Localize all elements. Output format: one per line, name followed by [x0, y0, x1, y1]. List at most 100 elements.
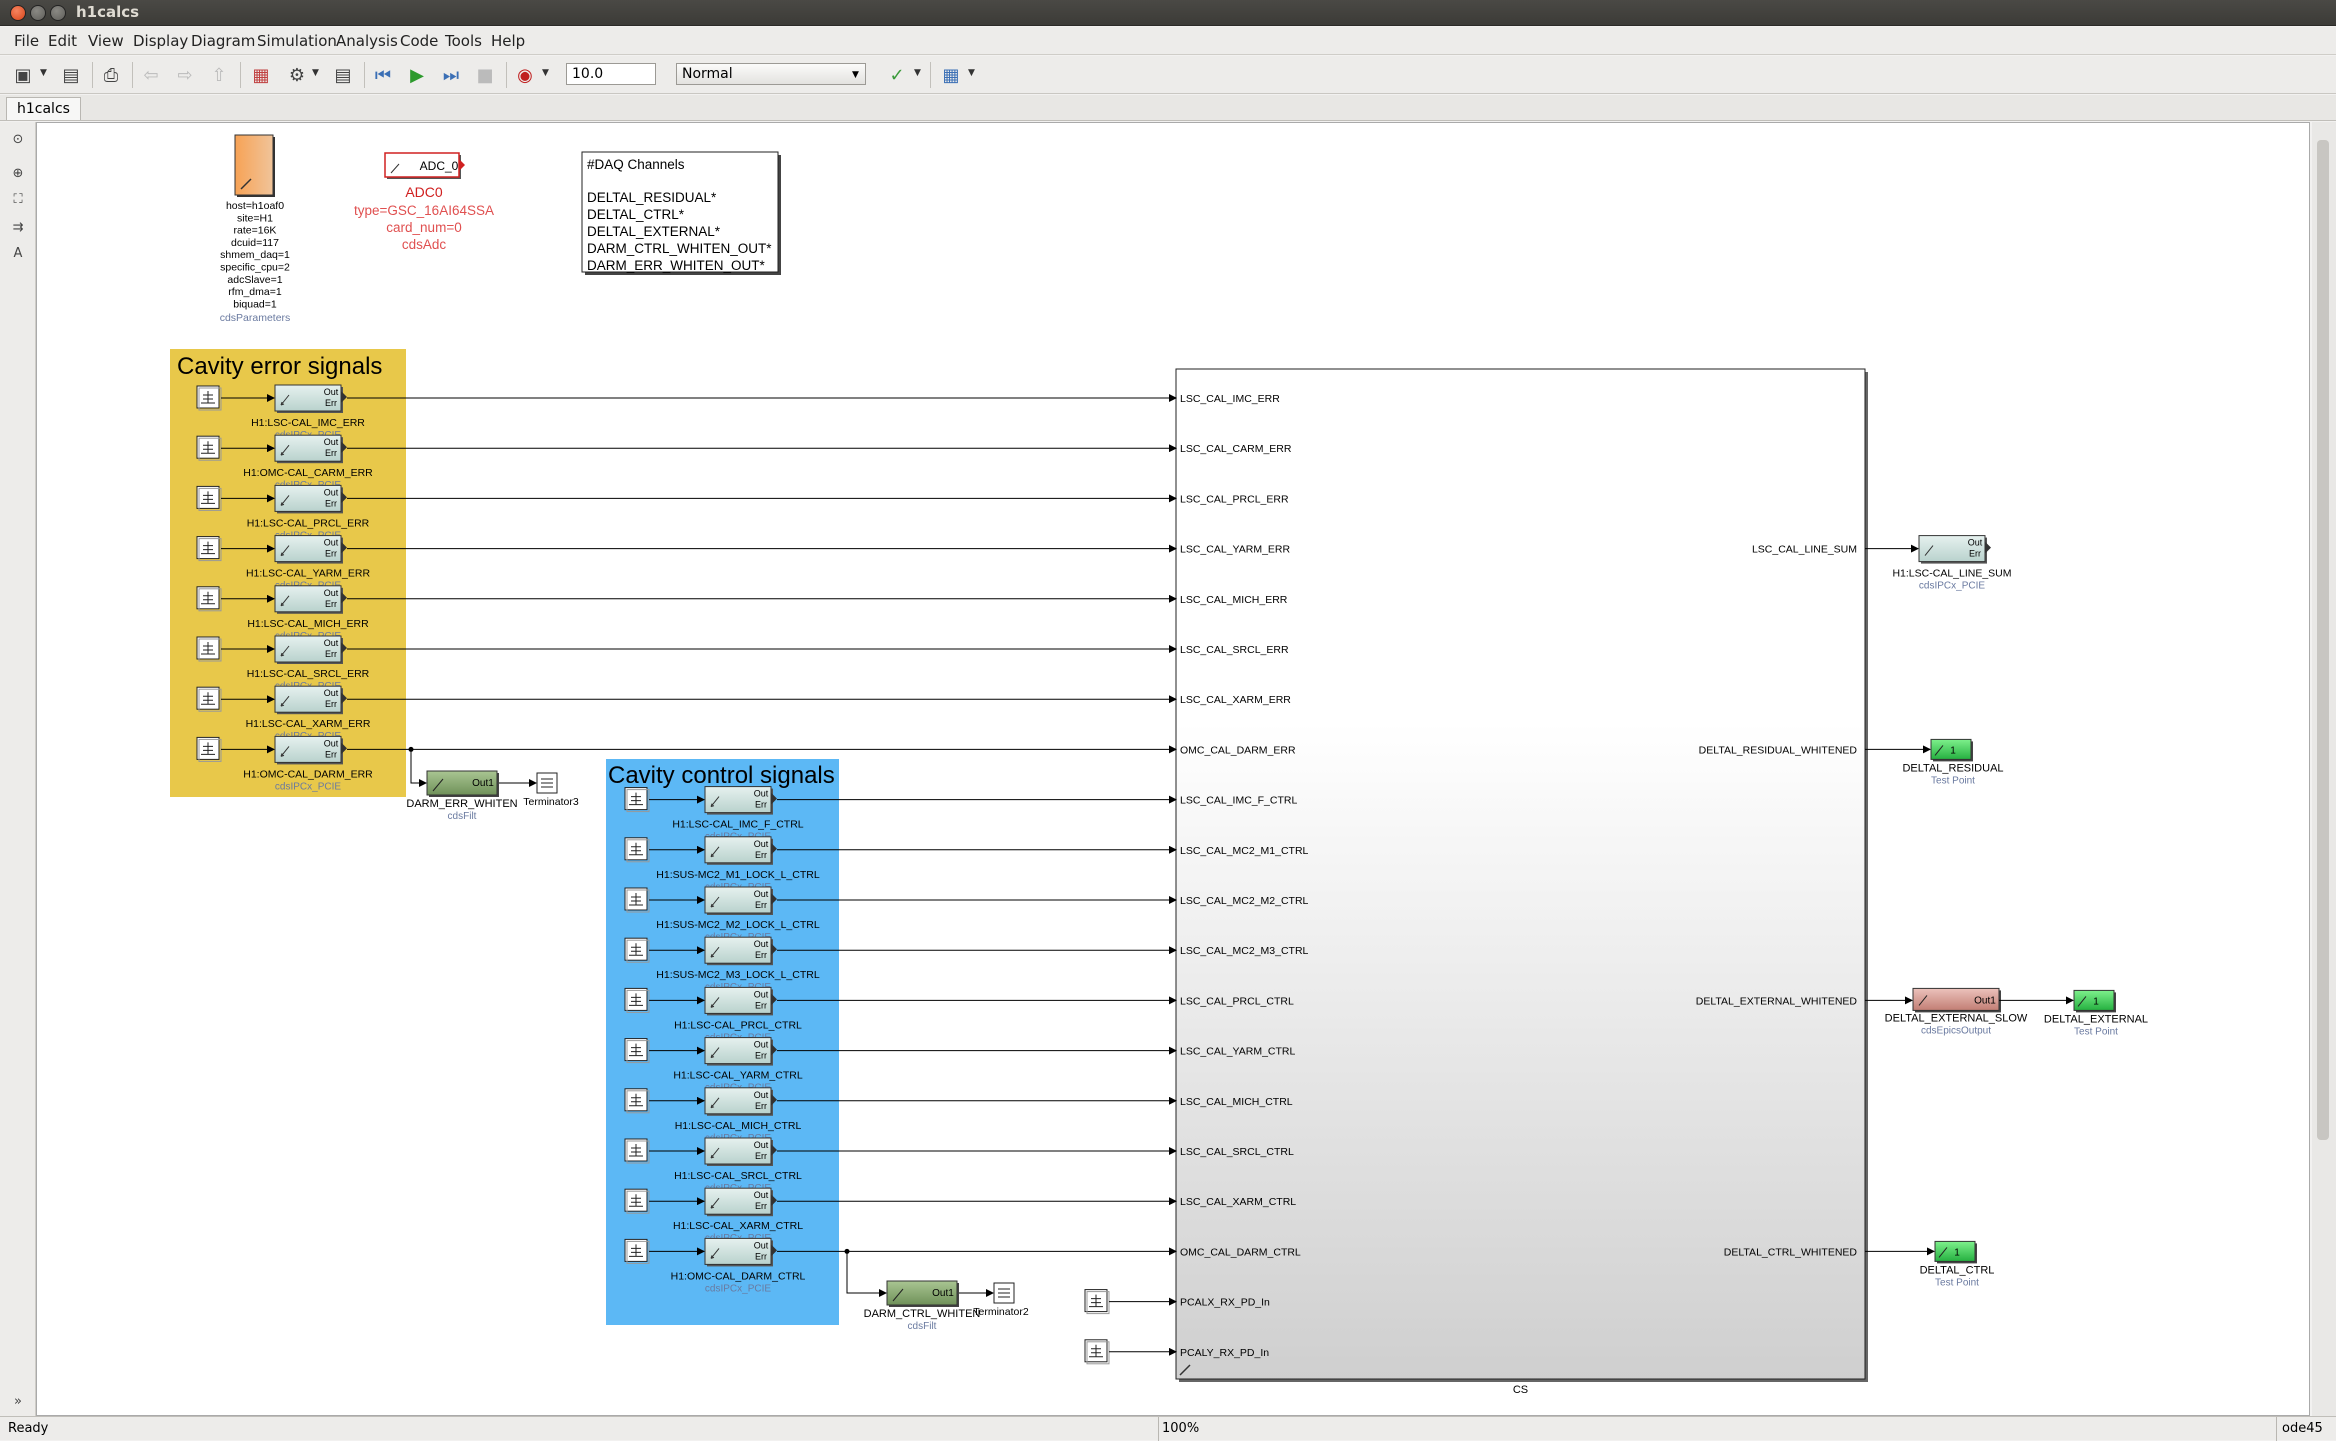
annotation-icon[interactable]: A: [13, 246, 23, 261]
error-ground-block[interactable]: [196, 536, 222, 562]
schedule-dropdown-icon[interactable]: ▼: [968, 68, 975, 78]
new-model-icon[interactable]: ▣: [14, 64, 32, 86]
vertical-scrollbar[interactable]: [2312, 122, 2336, 1416]
error-ground-block[interactable]: [196, 435, 222, 461]
model-advisor-icon[interactable]: ✓: [889, 64, 905, 86]
run-icon[interactable]: ▶: [410, 64, 424, 86]
maximize-window-button[interactable]: [50, 5, 66, 21]
step-forward-icon[interactable]: ⏭: [442, 64, 460, 86]
record-icon[interactable]: ◉: [517, 64, 533, 86]
fit-view-icon[interactable]: ⛶: [13, 192, 23, 207]
cs-subsystem-block[interactable]: [1175, 368, 1866, 1380]
control-ground-block[interactable]: [624, 787, 650, 813]
darm-err-branch-line[interactable]: [410, 749, 427, 787]
expand-icon[interactable]: »: [14, 1394, 22, 1409]
zoom-icon[interactable]: ⊕: [12, 166, 24, 181]
minimize-window-button[interactable]: [30, 5, 46, 21]
hide-show-icon[interactable]: ⊙: [12, 132, 24, 147]
terminator3-block[interactable]: Terminator3: [523, 772, 579, 808]
error-ground-block[interactable]: [196, 485, 222, 511]
menu-simulation[interactable]: Simulation: [257, 32, 337, 50]
up-icon[interactable]: ⇧: [211, 64, 227, 86]
control-ground-block[interactable]: [624, 837, 650, 863]
pcal-ground-block[interactable]: [1084, 1289, 1110, 1315]
tab-h1calcs[interactable]: h1calcs: [6, 97, 81, 120]
schedule-icon[interactable]: ▦: [942, 64, 960, 86]
step-back-icon[interactable]: ⏮: [374, 64, 392, 86]
scrollbar-thumb[interactable]: [2317, 140, 2329, 1140]
ipc-block-name: H1:LSC-CAL_YARM_ERR: [246, 568, 371, 580]
control-ipc-block[interactable]: OutErrH1:SUS-MC2_M2_LOCK_L_CTRLcdsIPCx_P…: [656, 886, 820, 943]
library-browser-icon[interactable]: ▦: [252, 64, 270, 86]
error-ground-block[interactable]: [196, 636, 222, 662]
ipc-block-name: H1:SUS-MC2_M3_LOCK_L_CTRL: [656, 969, 820, 981]
cs-input-port-label: LSC_CAL_MICH_ERR: [1180, 594, 1288, 606]
menu-diagram[interactable]: Diagram: [191, 32, 256, 50]
menu-help[interactable]: Help: [491, 32, 526, 50]
ipc-err-port-label: Err: [755, 1151, 767, 1161]
control-ground-block[interactable]: [624, 1188, 650, 1214]
new-model-dropdown-icon[interactable]: ▼: [40, 68, 47, 78]
record-dropdown-icon[interactable]: ▼: [542, 68, 549, 78]
advisor-dropdown-icon[interactable]: ▼: [914, 68, 921, 78]
control-ground-block[interactable]: [624, 887, 650, 913]
control-ground-block[interactable]: [624, 1238, 650, 1264]
menu-analysis[interactable]: Analysis: [336, 32, 398, 50]
control-ground-block[interactable]: [624, 1038, 650, 1064]
error-ground-block[interactable]: [196, 385, 222, 411]
menu-file[interactable]: File: [14, 32, 40, 50]
arrow-icon[interactable]: ⇉: [12, 220, 24, 235]
chevron-down-icon[interactable]: ▼: [852, 70, 859, 80]
close-window-button[interactable]: [10, 5, 26, 21]
terminator2-block[interactable]: Terminator2: [973, 1282, 1029, 1318]
error-ground-block[interactable]: [196, 586, 222, 612]
error-ground-block[interactable]: [196, 686, 222, 712]
print-icon[interactable]: ⎙: [103, 64, 119, 86]
control-ground-block[interactable]: [624, 937, 650, 963]
ipc-out-port-label: Out: [754, 1090, 769, 1100]
darm-ctrl-branch-line[interactable]: [846, 1251, 887, 1297]
error-ground-block[interactable]: [196, 736, 222, 762]
testpoint-name: DELTAL_RESIDUAL: [1902, 762, 2003, 774]
forward-icon[interactable]: ⇨: [177, 64, 193, 86]
menu-code[interactable]: Code: [400, 32, 439, 50]
error-signals-group[interactable]: [170, 349, 406, 797]
control-ground-block[interactable]: [624, 1088, 650, 1114]
menu-tools[interactable]: Tools: [445, 32, 482, 50]
left-tool-palette: ⊙ ⊕ ⛶ ⇉ A »: [0, 122, 36, 1416]
menu-display[interactable]: Display: [133, 32, 189, 50]
stop-time-input[interactable]: 10.0: [566, 63, 656, 85]
control-ground-block[interactable]: [624, 987, 650, 1013]
daq-channels-note[interactable]: #DAQ ChannelsDELTAL_RESIDUAL*DELTAL_CTRL…: [581, 151, 781, 275]
simulation-mode-select[interactable]: Normal: [676, 63, 866, 85]
control-ground-block[interactable]: [624, 1138, 650, 1164]
config-dropdown-icon[interactable]: ▼: [312, 68, 319, 78]
menu-view[interactable]: View: [88, 32, 124, 50]
pcal-ground-block[interactable]: [1084, 1339, 1110, 1365]
block-diagram[interactable]: host=h1oaf0site=H1rate=16Kdcuid=117shmem…: [37, 123, 2311, 1417]
model-explorer-icon[interactable]: ▤: [334, 64, 352, 86]
ipc-err-port-label: Err: [755, 1000, 767, 1010]
back-icon[interactable]: ⇦: [143, 64, 159, 86]
cds-parameters-block[interactable]: host=h1oaf0site=H1rate=16Kdcuid=117shmem…: [220, 134, 291, 324]
model-config-icon[interactable]: ⚙: [288, 64, 306, 86]
adc-block[interactable]: ADC_0ADC0type=GSC_16AI64SSAcard_num=0cds…: [354, 152, 494, 252]
stop-icon[interactable]: ■: [476, 64, 494, 86]
save-icon[interactable]: ▤: [62, 64, 80, 86]
menu-edit[interactable]: Edit: [48, 32, 78, 50]
